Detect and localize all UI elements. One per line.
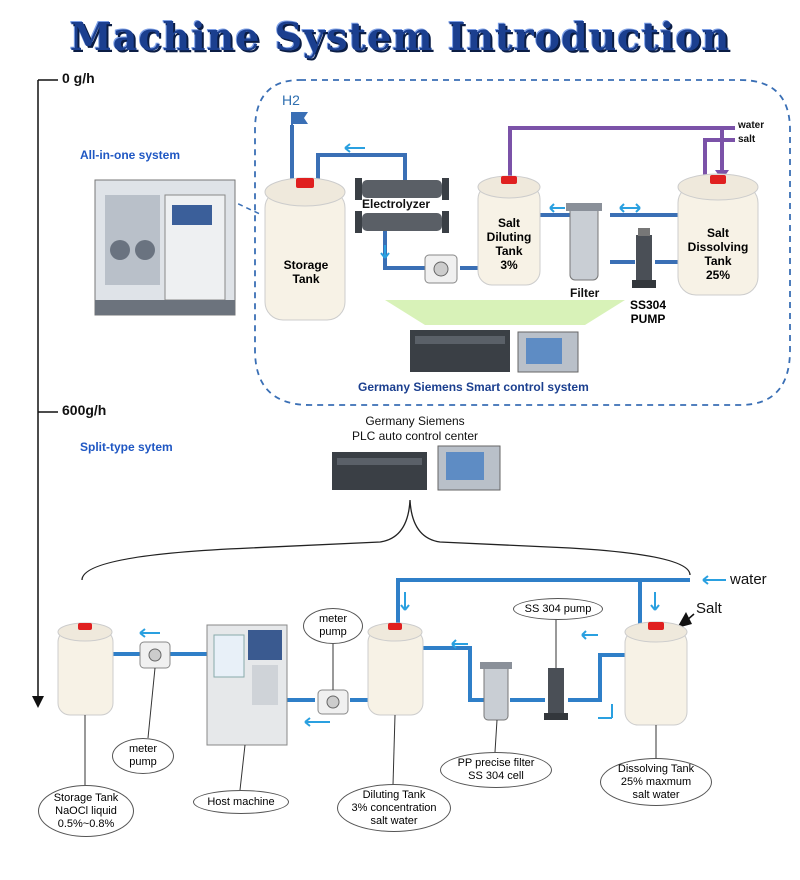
callout-lines — [84, 615, 657, 791]
host-machine-callout: Host machine — [193, 790, 289, 814]
h2-flag-icon — [291, 112, 308, 125]
s1-dissolving-tank-label: Salt Dissolving Tank 25% — [687, 226, 749, 282]
s2-salt-label: Salt — [696, 600, 722, 617]
s1-water-label: water — [738, 120, 765, 131]
scale-mid-label: 600g/h — [62, 402, 107, 418]
section1-metering-pump — [424, 254, 458, 284]
ss304-pump-callout: SS 304 pump — [513, 598, 603, 620]
section2-ss304-pump — [544, 668, 568, 720]
meter-pump-top-callout: meter pump — [303, 608, 363, 644]
storage-tank-callout: Storage Tank NaOCl liquid 0.5%~0.8% — [38, 785, 134, 837]
scale-top-label: 0 g/h — [62, 70, 95, 86]
meter-pump-bottom-callout: meter pump — [112, 738, 174, 774]
pp-filter-callout: PP precise filter SS 304 cell — [440, 752, 552, 788]
all-in-one-label: All-in-one system — [80, 148, 181, 162]
plc-label: Germany Siemens PLC auto control center — [351, 414, 479, 443]
electrolyzer-label: Electrolyzer — [362, 197, 431, 211]
all-in-one-boundary — [254, 79, 791, 406]
section1-ss304-pump — [632, 228, 656, 288]
capacity-scale-axis — [32, 79, 58, 708]
section2-plc-image — [332, 445, 501, 491]
control-link-shape — [385, 300, 625, 325]
host-machine-image — [206, 624, 288, 746]
s1-storage-tank-label: Storage Tank — [283, 258, 329, 286]
h2-label: H2 — [282, 92, 300, 108]
section2-flow-arrows — [139, 575, 726, 727]
s1-diluting-tank-label: Salt Diluting Tank 3% — [486, 216, 532, 272]
dissolving-tank-callout: Dissolving Tank 25% maxmum salt water — [600, 758, 712, 806]
control-system-label: Germany Siemens Smart control system — [358, 380, 589, 394]
section1-storage-tank — [264, 177, 346, 321]
section2-meter-pump-right — [317, 689, 349, 715]
section1-filter — [566, 203, 602, 281]
s1-pump-label: SS304 PUMP — [629, 298, 667, 326]
section1-dissolving-tank — [677, 173, 759, 296]
section2-meter-pump-left — [139, 641, 171, 669]
all-in-one-machine-image — [94, 179, 236, 316]
page-title: Machine System Introduction — [69, 14, 731, 59]
s1-salt-label: salt — [738, 134, 756, 145]
salt-pointer-icon — [677, 612, 692, 628]
split-type-label: Split-type sytem — [80, 440, 173, 454]
section2-diluting-tank — [367, 622, 424, 716]
diluting-tank-callout: Diluting Tank 3% concentration salt wate… — [337, 784, 451, 832]
section2-pp-filter — [480, 662, 512, 721]
section1-diluting-tank — [477, 175, 541, 286]
plc-bracket — [81, 499, 691, 581]
s2-water-label: water — [730, 571, 767, 588]
section1-flow-arrows — [344, 143, 641, 259]
section1-plc-image — [410, 330, 579, 373]
section2-pipes — [110, 578, 690, 702]
section2-dissolving-tank — [624, 621, 688, 726]
s1-filter-label: Filter — [570, 286, 600, 300]
section2-storage-tank — [57, 622, 114, 716]
electrolyzer-cell — [355, 178, 449, 233]
